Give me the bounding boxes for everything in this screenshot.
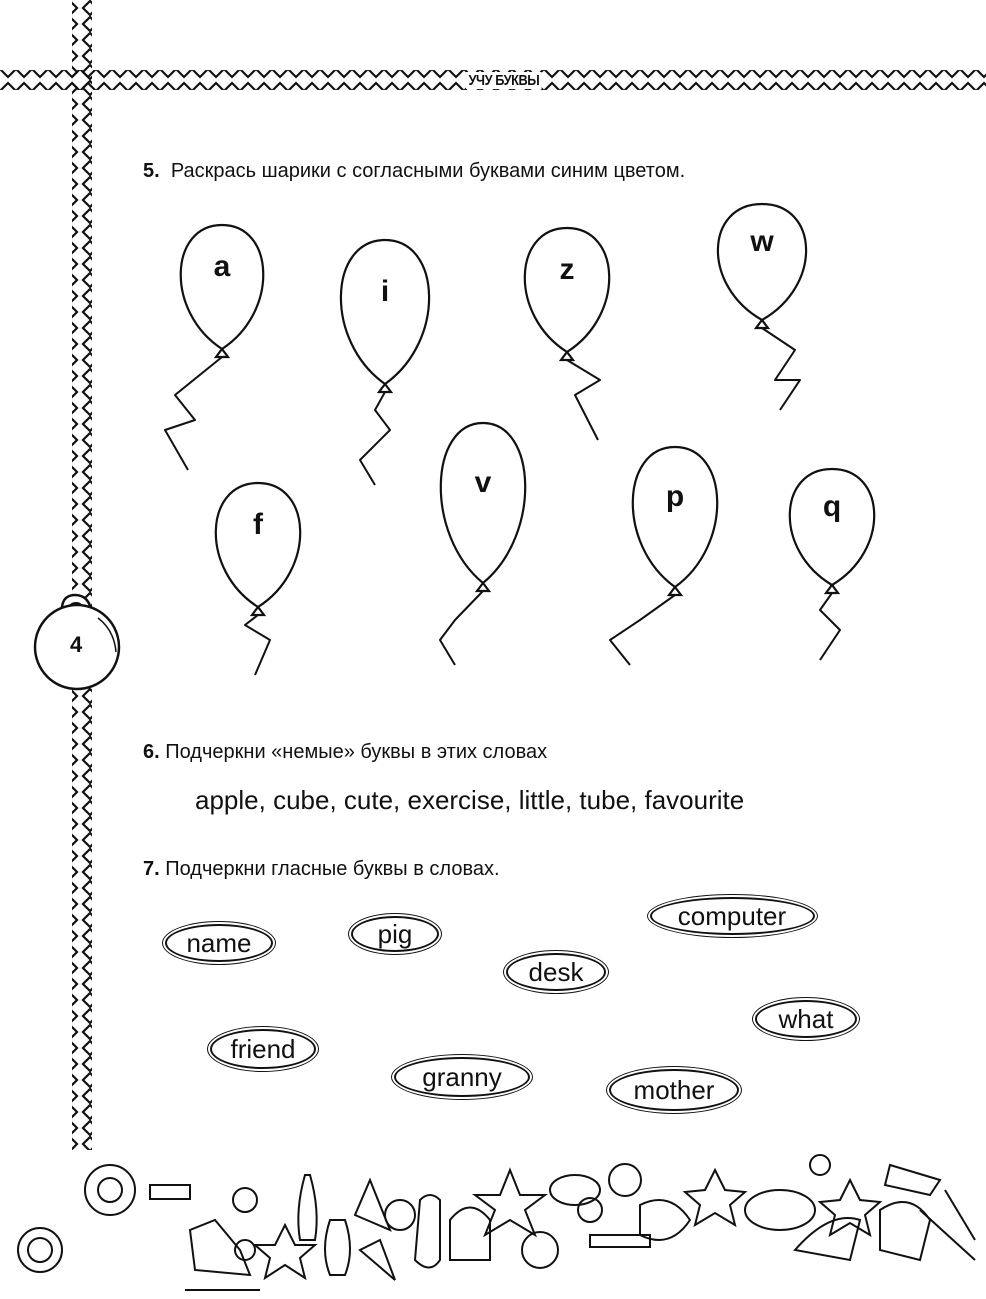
balloon[interactable] [214,481,302,676]
task-5-heading: 5. Раскрась шарики с согласными буквами … [143,160,685,183]
balloon-letter: i [380,275,390,308]
word-oval: pig [348,913,442,955]
balloon-string [439,590,484,666]
task-7-heading: 7. Подчеркни гласные буквы в словах. [143,858,500,881]
task-6-heading: 6. Подчеркни «немые» буквы в этих словах [143,741,547,764]
balloon-letter: q [822,490,842,523]
balloon-string [359,391,391,486]
task-number: 5. [143,160,160,182]
task-text: Раскрась шарики с согласными буквами син… [170,160,686,182]
balloon-letter: z [559,253,575,286]
task-text: Подчеркни гласные буквы в словах. [165,858,500,880]
word-oval: desk [503,950,609,994]
balloon[interactable] [788,467,876,661]
word-oval: mother [606,1066,742,1114]
task-number: 7. [143,858,160,880]
sports-equipment-border [17,1154,976,1291]
balloon-string [609,594,676,666]
balloon-string [819,592,841,661]
balloon-letter: w [750,225,774,258]
kettlebell-icon [33,593,121,691]
header-title: УЧУ БУКВЫ [466,72,542,89]
balloon[interactable] [716,202,808,411]
word-oval: friend [207,1026,319,1072]
balloon-letter: v [474,466,492,499]
word-oval: computer [646,894,818,938]
balloon-letter: a [213,250,231,283]
balloon-string [566,359,601,441]
balloon[interactable] [439,421,527,666]
balloon-string [164,356,223,471]
balloon[interactable] [339,238,431,486]
page-number: 4 [70,632,83,657]
word-oval: name [162,921,276,965]
balloon-string [761,327,801,411]
word-oval: granny [391,1054,533,1100]
silent-letters-words: apple, cube, cute, exercise, little, tub… [195,785,745,815]
task-text: Подчеркни «немые» буквы в этих словах [165,741,548,763]
balloon-string [244,614,271,676]
word-oval: what [752,997,860,1041]
task-number: 6. [143,741,160,763]
balloon[interactable] [164,223,265,471]
balloon-letter: f [253,508,263,541]
balloon[interactable] [609,445,719,666]
balloon[interactable] [523,226,611,441]
balloon-letter: p [665,480,685,513]
